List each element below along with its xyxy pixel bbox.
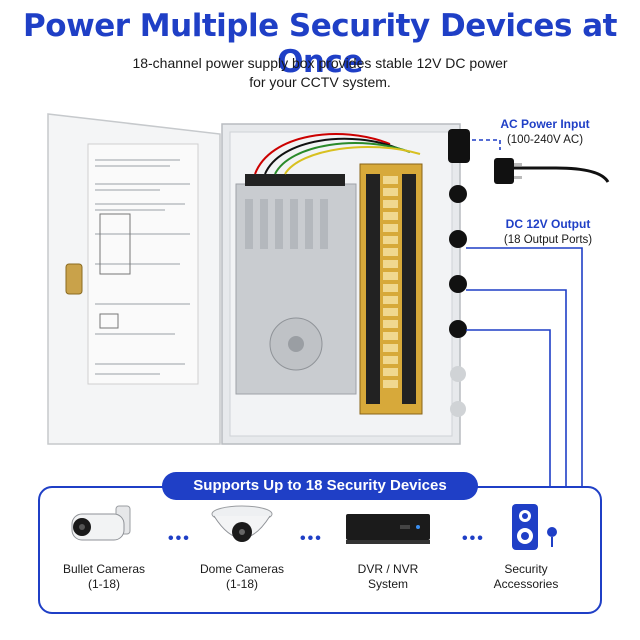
device-security-accessories: Security Accessories [466,500,586,592]
separator-dots: ••• [168,530,191,547]
dc-output-detail: (18 Output Ports) [503,234,593,246]
dome-camera-icon [211,505,273,542]
subtitle-line-1: 18-channel power supply box provides sta… [132,55,508,71]
devices-banner: Supports Up to 18 Security Devices [162,472,478,500]
device-dvr-nvr: DVR / NVR System [328,500,448,592]
ac-input-callout: AC Power Input (100-240V AC) [490,116,600,148]
device-label-line-2: Accessories [493,577,559,591]
separator-dots: ••• [462,530,485,547]
device-label-line-2: System [367,577,408,591]
subtitle-line-2: for your CCTV system. [249,74,391,90]
dc-output-callout: DC 12V Output (18 Output Ports) [488,216,608,248]
ac-input-detail: (100-240V AC) [506,134,584,146]
device-bullet-camera: Bullet Cameras (1-18) [44,500,164,592]
dvr-recorder-icon [346,514,430,544]
device-label-line-1: Security [504,562,548,576]
device-label-line-2: (1-18) [225,577,258,591]
device-label-line-1: Bullet Cameras [62,562,146,576]
separator-dots: ••• [300,530,323,547]
page-title: Power Multiple Security Devices at Once [23,8,617,80]
power-supply-box-image [47,113,470,445]
device-label-line-1: Dome Cameras [199,562,285,576]
subtitle: 18-channel power supply box provides sta… [0,54,640,92]
speaker-accessory-icon [512,504,557,550]
power-cord [500,166,610,183]
ac-plug-icon [494,158,514,184]
device-dome-camera: Dome Cameras (1-18) [182,500,302,592]
device-label-line-2: (1-18) [87,577,120,591]
device-label-line-1: DVR / NVR [357,562,419,576]
ac-input-title: AC Power Input [500,117,590,131]
bullet-camera-icon [71,505,131,541]
dc-output-title: DC 12V Output [505,217,591,231]
